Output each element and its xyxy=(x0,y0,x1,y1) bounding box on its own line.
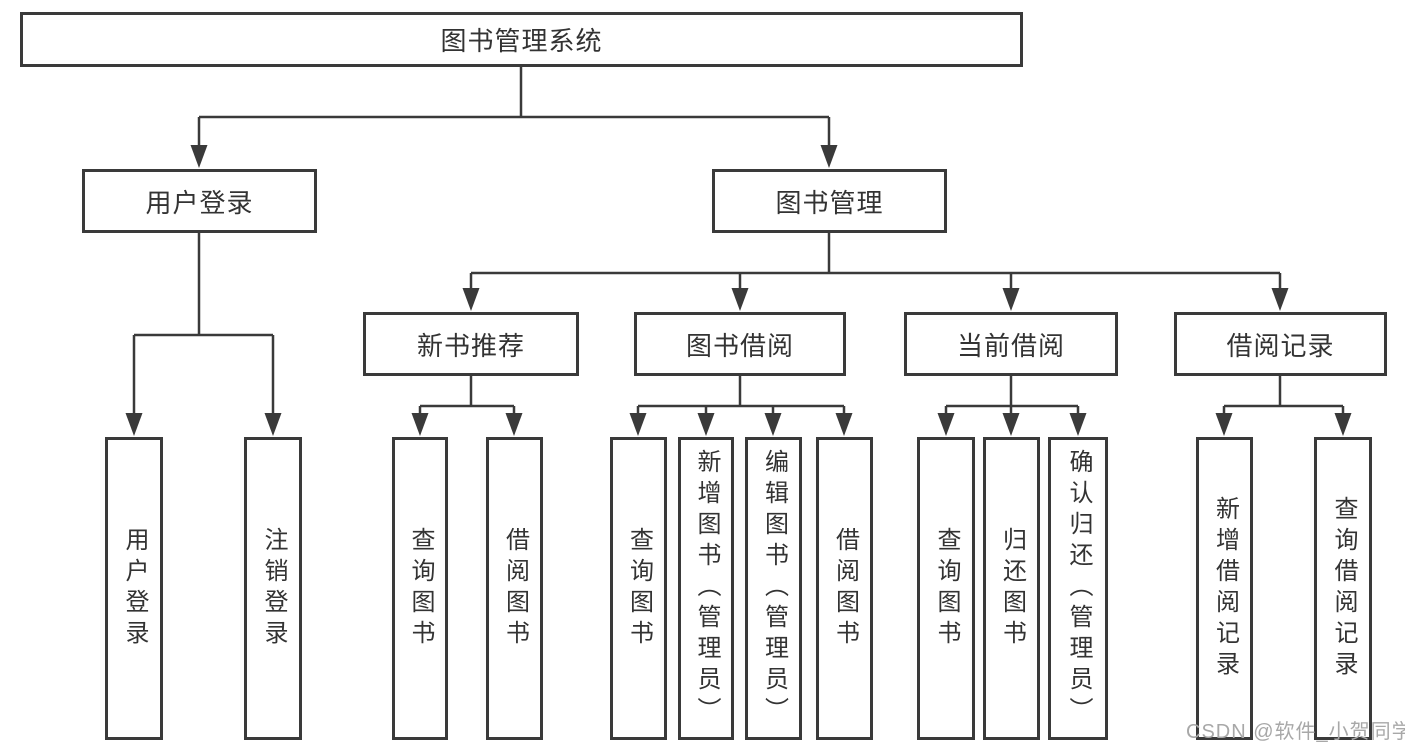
leaf-return-books: 归还图书 xyxy=(983,437,1040,740)
node-user-login: 用户登录 xyxy=(82,169,317,233)
node-new-book-recommendation: 新书推荐 xyxy=(363,312,579,376)
node-library-management-system: 图书管理系统 xyxy=(20,12,1023,67)
node-book-management: 图书管理 xyxy=(712,169,947,233)
node-book-borrowing: 图书借阅 xyxy=(634,312,846,376)
leaf-borrow-books-recommend: 借阅图书 xyxy=(486,437,543,740)
leaf-query-books-current: 查询图书 xyxy=(917,437,975,740)
leaf-edit-books-admin: 编辑图书（管理员） xyxy=(745,437,802,740)
leaf-query-books-recommend: 查询图书 xyxy=(392,437,448,740)
leaf-borrow-books: 借阅图书 xyxy=(816,437,873,740)
node-borrowing-records: 借阅记录 xyxy=(1174,312,1387,376)
leaf-add-books-admin: 新增图书（管理员） xyxy=(678,437,734,740)
leaf-logout-login: 注销登录 xyxy=(244,437,302,740)
watermark-text: CSDN @软件_小贺同学 xyxy=(1186,721,1405,743)
node-current-borrowing: 当前借阅 xyxy=(904,312,1118,376)
leaf-confirm-return-admin: 确认归还（管理员） xyxy=(1048,437,1108,740)
leaf-user-login: 用户登录 xyxy=(105,437,163,740)
leaf-add-borrow-record: 新增借阅记录 xyxy=(1196,437,1253,740)
leaf-query-books-borrow: 查询图书 xyxy=(610,437,667,740)
arrowheads xyxy=(125,145,1352,436)
leaf-query-borrow-record: 查询借阅记录 xyxy=(1314,437,1372,740)
